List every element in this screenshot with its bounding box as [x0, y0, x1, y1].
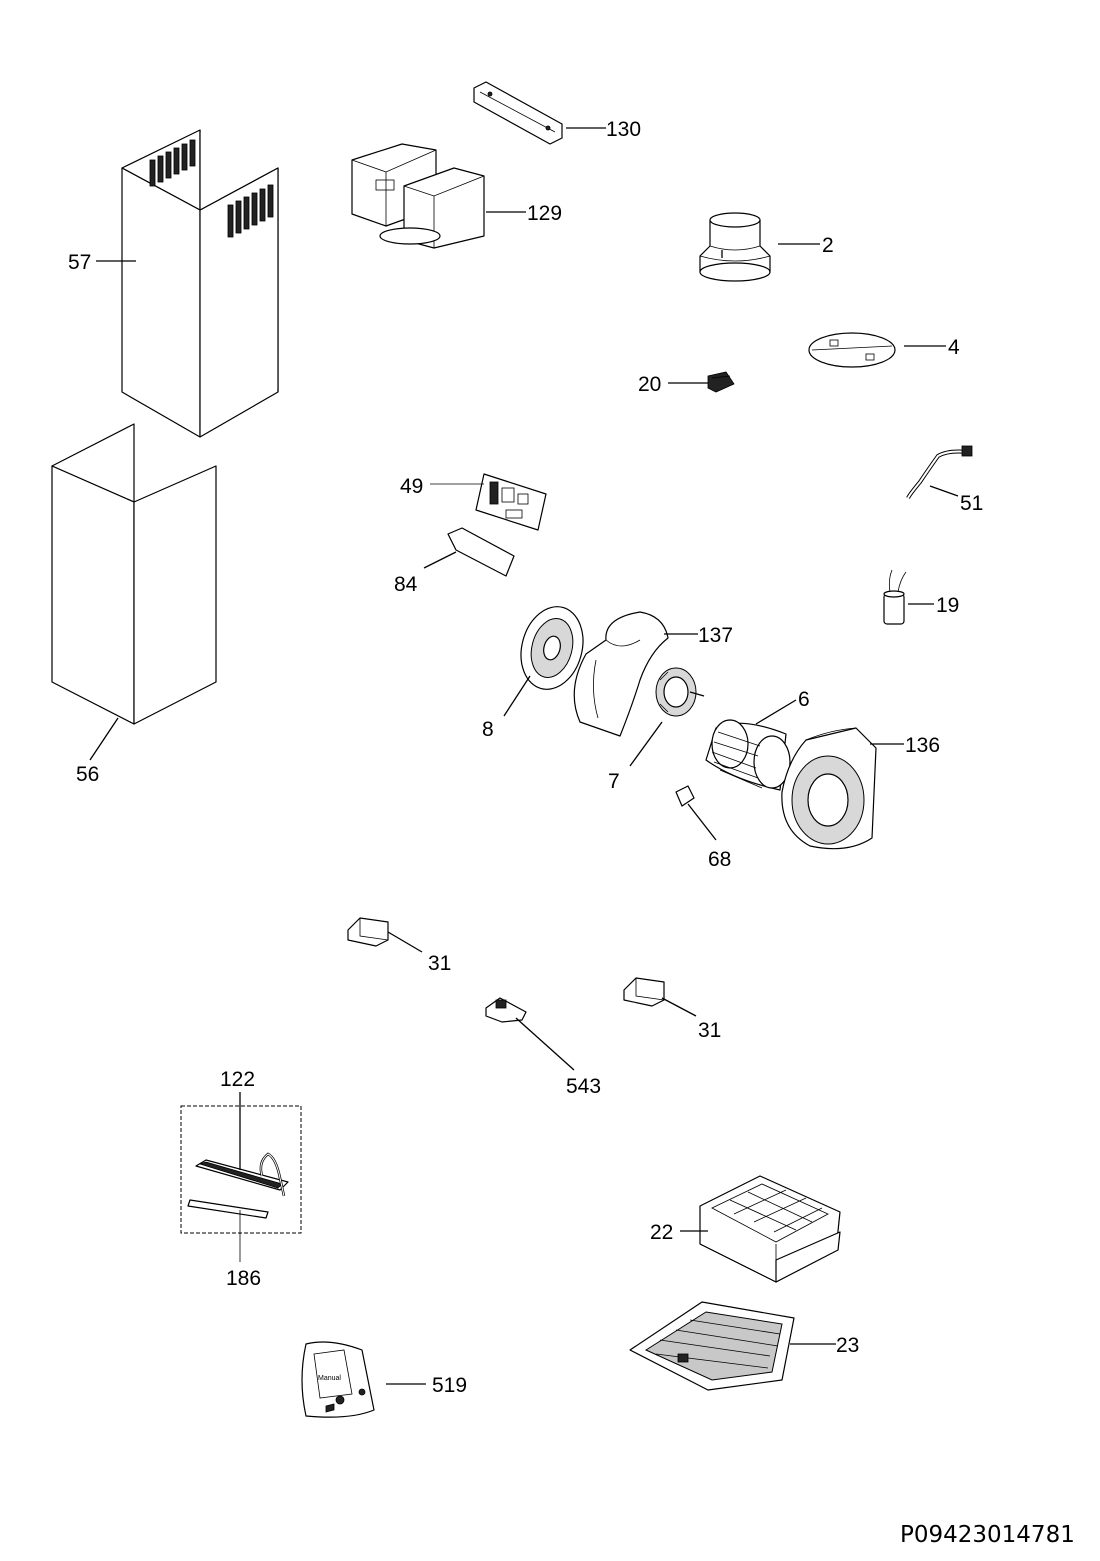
- label-122: 122: [220, 1068, 255, 1091]
- part-19-capacitor: [883, 569, 907, 625]
- label-51: 51: [960, 492, 983, 515]
- part-136-blower-housing: [781, 727, 877, 850]
- label-6: 6: [798, 688, 810, 711]
- light-kit-box: [180, 1105, 302, 1234]
- label-49: 49: [400, 475, 423, 498]
- part-7-motor: [655, 667, 705, 717]
- label-136: 136: [905, 734, 940, 757]
- label-130: 130: [606, 118, 641, 141]
- label-31-right: 31: [698, 1019, 721, 1042]
- part-130-bracket: [473, 81, 563, 145]
- label-84: 84: [394, 573, 418, 596]
- part-56-lower-chimney: [51, 423, 217, 725]
- label-31-left: 31: [428, 952, 451, 975]
- drawing-reference-code: P09423014781: [900, 1522, 1075, 1548]
- label-519: 519: [432, 1374, 467, 1397]
- part-137-scroll-housing: [573, 611, 669, 737]
- label-137: 137: [698, 624, 733, 647]
- label-7: 7: [608, 770, 620, 793]
- label-2: 2: [822, 234, 834, 257]
- part-543-switch: [485, 997, 527, 1023]
- part-122-light-strip: [195, 1152, 289, 1197]
- kit-manual-text: Manual: [318, 1375, 341, 1382]
- part-49-control-board: [475, 473, 547, 531]
- part-22-filter-frame: [699, 1175, 841, 1283]
- label-4: 4: [948, 336, 960, 359]
- label-68: 68: [708, 848, 731, 871]
- part-84-board-cover: [447, 527, 515, 577]
- part-31-led-housing-right: [623, 977, 665, 1007]
- label-23: 23: [836, 1334, 859, 1357]
- part-57-upper-chimney: [121, 129, 279, 438]
- label-22: 22: [650, 1221, 673, 1244]
- part-8-motor-plate: [520, 606, 584, 690]
- label-129: 129: [527, 202, 562, 225]
- part-31-led-housing-left: [347, 917, 389, 947]
- vent-slots-right: [227, 184, 274, 238]
- part-519-accessory-bag: Manual: [301, 1341, 375, 1418]
- part-129-air-duct: [351, 143, 485, 249]
- label-19: 19: [936, 594, 959, 617]
- label-8: 8: [482, 718, 494, 741]
- part-186-light-lens: [187, 1199, 269, 1219]
- vent-slots-left: [149, 139, 196, 187]
- part-20-connector: [707, 371, 735, 393]
- part-4-flap: [808, 332, 896, 368]
- part-68-connector: [675, 785, 695, 807]
- label-20: 20: [638, 373, 661, 396]
- label-56: 56: [76, 763, 99, 786]
- label-543: 543: [566, 1075, 601, 1098]
- part-51-cable: [906, 445, 973, 499]
- part-6-fan-wheel: [705, 719, 791, 791]
- part-23-mesh-filter: [629, 1301, 795, 1391]
- part-2-duct-collar: [699, 212, 771, 282]
- label-186: 186: [226, 1267, 261, 1290]
- label-57: 57: [68, 251, 91, 274]
